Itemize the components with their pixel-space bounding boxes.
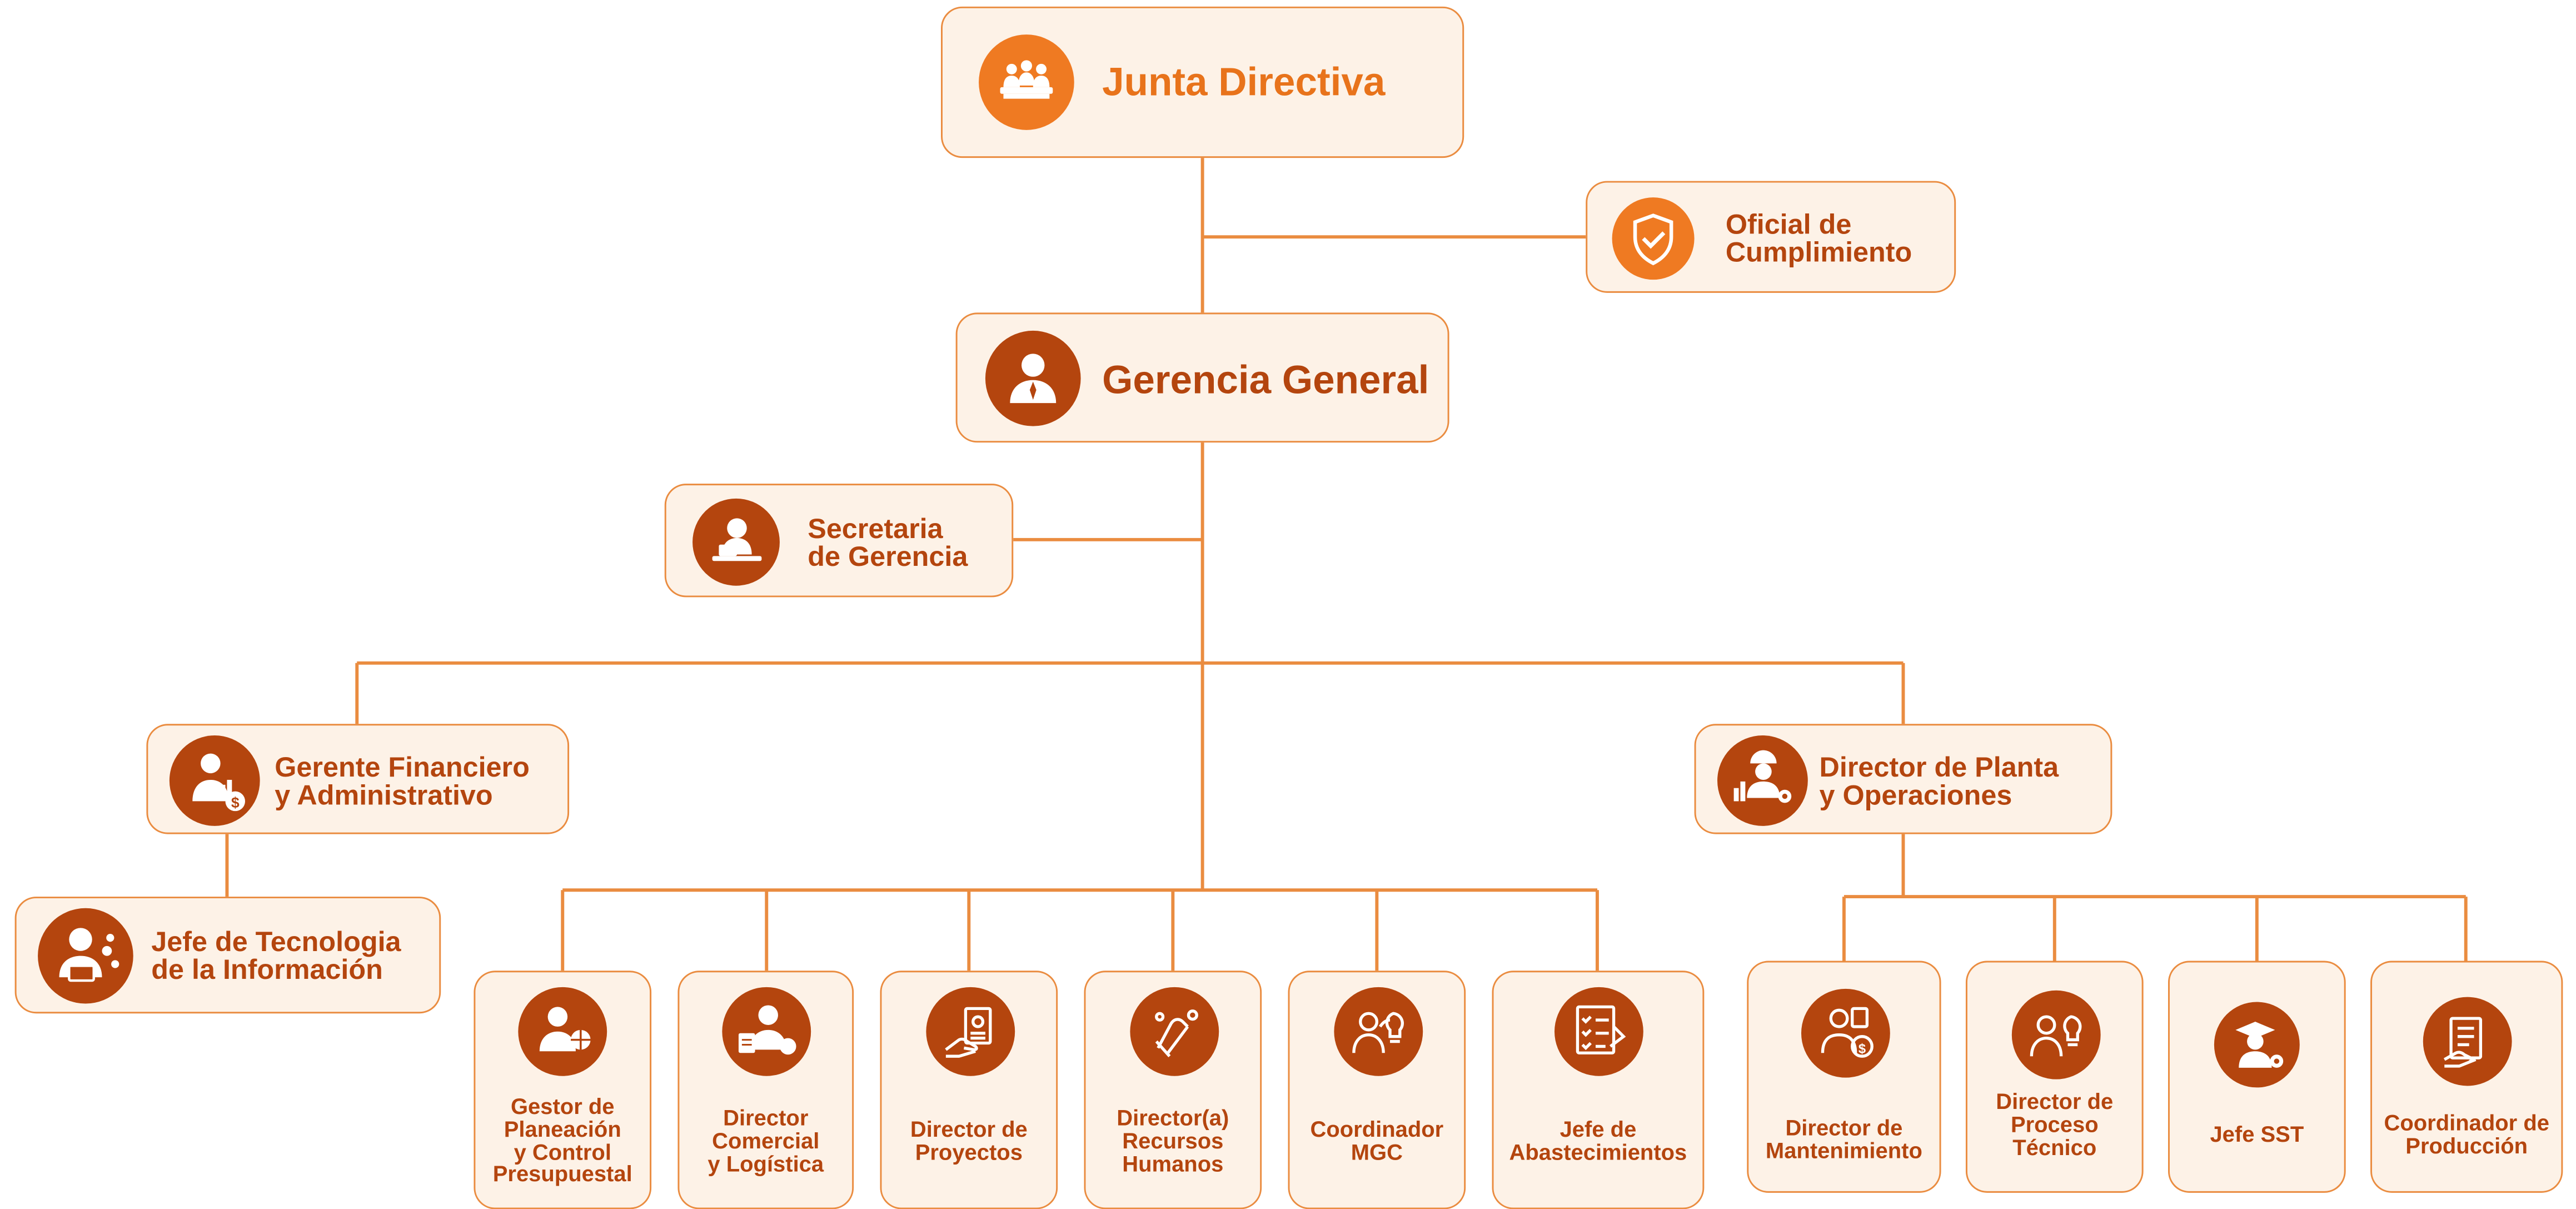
node-coordinador-produccion: Coordinador de Producción [2370, 961, 2563, 1193]
node-title: Gerencia General [1102, 359, 1429, 404]
node-secretaria-gerencia: Secretaria de Gerencia [664, 484, 1014, 598]
node-title: Jefe SST [2210, 1122, 2304, 1147]
node-title: Director de Planta y Operaciones [1819, 752, 2059, 812]
team-idea-icon [1334, 987, 1423, 1076]
node-title: Director Comercial y Logística [707, 1105, 824, 1176]
node-coordinador-mgc: Coordinador MGC [1288, 971, 1466, 1209]
plant-engineer-icon [1717, 735, 1808, 826]
node-title: Secretaria de Gerencia [808, 513, 968, 573]
process-idea-icon [2011, 990, 2101, 1079]
node-gestor-planeacion: Gestor de Planeación y Control Presupues… [474, 971, 652, 1209]
node-junta-directiva: Junta Directiva [941, 6, 1464, 158]
node-oficial-cumplimiento: Oficial de Cumplimiento [1586, 181, 1956, 293]
it-person-icon [38, 908, 133, 1004]
node-title: Junta Directiva [1102, 61, 1386, 106]
finance-manager-icon: $ [169, 735, 260, 826]
human-resources-icon [1130, 987, 1219, 1076]
node-director-proceso: Director de Proceso Técnico [1965, 961, 2144, 1193]
secretary-icon [692, 498, 780, 586]
node-title: Jefe de Abastecimientos [1509, 1117, 1687, 1165]
shield-check-icon [1612, 197, 1695, 280]
node-director-comercial: Director Comercial y Logística [677, 971, 854, 1209]
svg-text:$: $ [1858, 1042, 1866, 1056]
meeting-icon [979, 34, 1074, 130]
node-jefe-abastecimientos: Jefe de Abastecimientos [1492, 971, 1705, 1209]
node-title: Jefe de Tecnologia de la Información [151, 926, 401, 986]
node-director-rrhh: Director(a) Recursos Humanos [1084, 971, 1262, 1209]
node-title: Gestor de Planeación y Control Presupues… [492, 1094, 632, 1187]
node-title: Director(a) Recursos Humanos [1117, 1105, 1229, 1176]
production-document-icon [2423, 997, 2512, 1086]
node-jefe-sst: Jefe SST [2168, 961, 2346, 1193]
node-director-planta: Director de Planta y Operaciones [1694, 724, 2112, 834]
node-director-proyectos: Director de Proyectos [880, 971, 1058, 1209]
maintenance-icon: $ [1801, 988, 1890, 1078]
node-jefe-tecnologia: Jefe de Tecnologia de la Información [14, 897, 441, 1014]
node-title: Coordinador MGC [1310, 1117, 1444, 1165]
planning-icon [518, 987, 607, 1076]
node-gerencia-general: Gerencia General [955, 312, 1449, 443]
node-title: Oficial de Cumplimiento [1725, 208, 1912, 269]
manager-icon [985, 330, 1081, 426]
projects-icon [926, 987, 1015, 1076]
node-title: Coordinador de Producción [2384, 1110, 2549, 1158]
node-gerente-financiero: $ Gerente Financiero y Administrativo [146, 724, 570, 834]
node-title: Director de Proceso Técnico [1996, 1089, 2114, 1160]
node-title: Director de Proyectos [910, 1117, 1028, 1165]
safety-graduate-icon [2214, 1002, 2300, 1088]
svg-text:$: $ [231, 794, 240, 811]
node-director-mantenimiento: $ Director de Mantenimiento [1747, 961, 1941, 1193]
node-title: Gerente Financiero y Administrativo [275, 752, 530, 812]
commercial-icon [722, 987, 811, 1076]
checklist-icon [1554, 987, 1643, 1076]
node-title: Director de Mantenimiento [1765, 1115, 1922, 1163]
